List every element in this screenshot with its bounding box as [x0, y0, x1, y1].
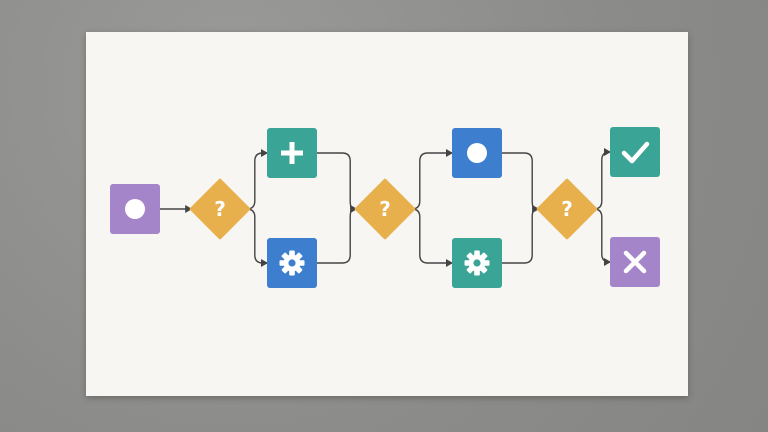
connector-arrow-decision-1-to-add	[246, 149, 268, 210]
decision-diamond	[536, 178, 598, 240]
node-dot	[452, 128, 502, 178]
circle-icon	[467, 143, 487, 163]
node-settings-2	[452, 238, 502, 288]
connector-arrow-decision-1-to-settings-1	[246, 208, 268, 267]
decision-diamond	[354, 178, 416, 240]
connector-arrow-settings-2-to-decision-3	[502, 205, 540, 264]
process-box	[610, 127, 660, 177]
connector-arrow-decision-2-to-settings-2	[411, 208, 453, 267]
node-settings-1	[267, 238, 317, 288]
connector-arrow-decision-2-to-dot	[411, 149, 453, 210]
plus-icon	[281, 142, 303, 164]
connector-arrow-decision-3-to-success	[593, 148, 611, 210]
connector-arrow-dot-to-decision-3	[502, 152, 540, 213]
node-layer: ???	[110, 127, 660, 288]
node-decision-2: ?	[354, 178, 416, 240]
node-decision-1: ?	[189, 178, 251, 240]
connector-arrow-settings-1-to-decision-2	[317, 205, 358, 264]
node-failure	[610, 237, 660, 287]
node-success	[610, 127, 660, 177]
x-icon	[623, 250, 647, 274]
decision-diamond	[189, 178, 251, 240]
node-start	[110, 184, 160, 234]
gear-icon	[464, 250, 490, 276]
question-icon: ?	[214, 197, 226, 221]
connector-arrow-decision-3-to-failure	[593, 208, 611, 266]
circle-icon	[125, 199, 145, 219]
question-icon: ?	[379, 197, 391, 221]
node-decision-3: ?	[536, 178, 598, 240]
connector-arrow-add-to-decision-2	[317, 152, 358, 213]
gear-icon	[279, 250, 305, 276]
node-add	[267, 128, 317, 178]
question-icon: ?	[561, 197, 573, 221]
check-icon	[621, 141, 650, 164]
